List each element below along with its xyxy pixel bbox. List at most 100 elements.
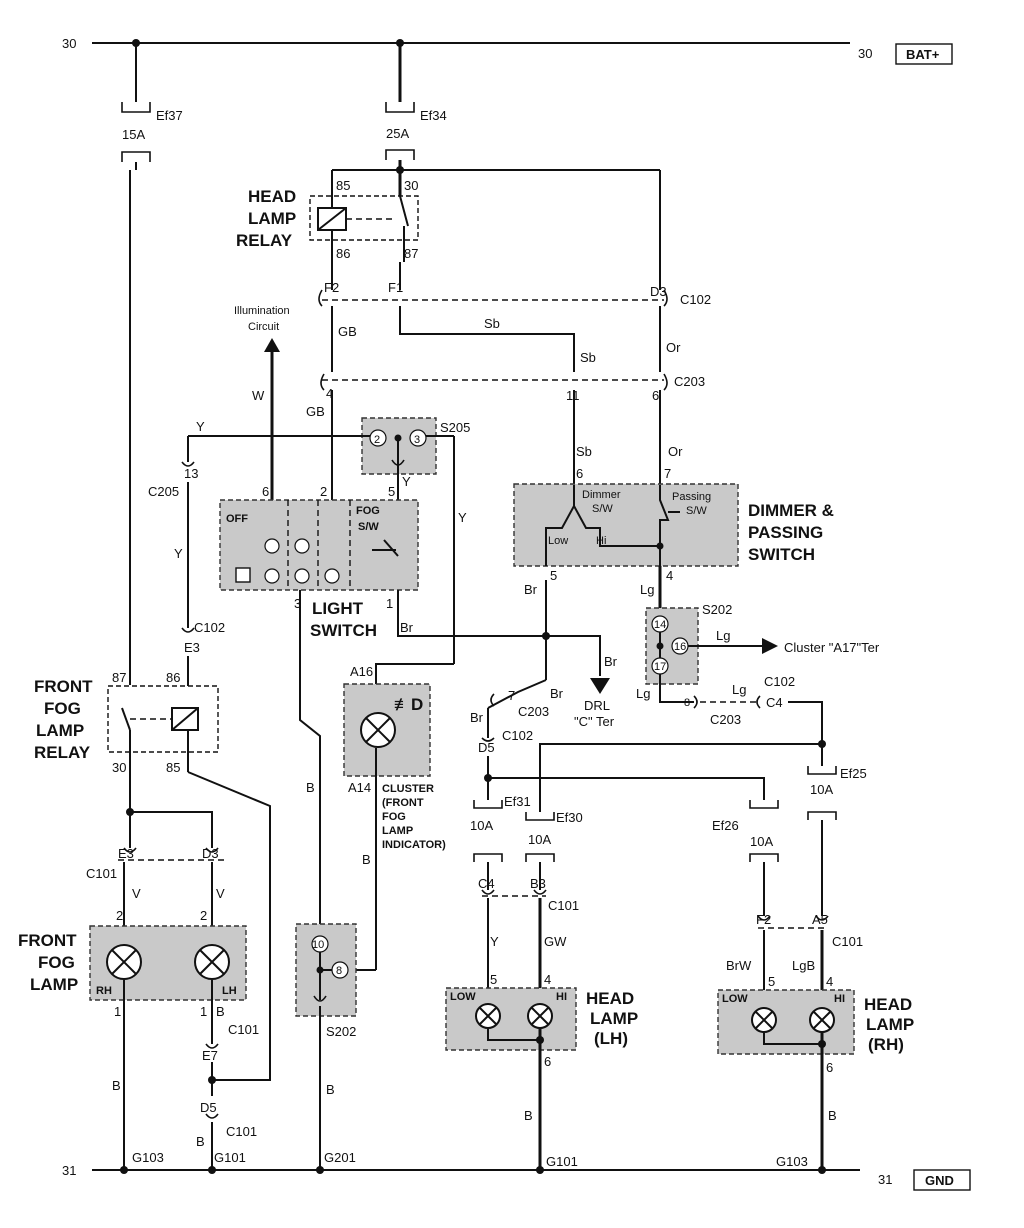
svg-text:RELAY: RELAY [34,743,91,762]
fuse-ef25: Ef25 10A [807,766,867,916]
wires-to-switches: GB Sb Or [306,390,683,500]
svg-text:HI: HI [834,993,845,1005]
svg-text:Y: Y [458,510,467,525]
svg-text:D3: D3 [650,284,667,299]
svg-text:Br: Br [524,582,538,597]
svg-text:85: 85 [166,760,180,775]
svg-text:1: 1 [114,1004,121,1019]
rail-top-right-label: 30 [858,46,872,61]
svg-text:OFF: OFF [226,513,248,525]
svg-text:Ef26: Ef26 [712,818,739,833]
bat-tag [895,43,953,65]
svg-text:RELAY: RELAY [236,231,293,250]
fuse-ef30: Ef30 10A [525,810,583,890]
svg-text:C4: C4 [478,876,495,891]
svg-text:W: W [252,388,265,403]
svg-text:SWITCH: SWITCH [748,545,815,564]
wires-b-s202: B [299,590,321,926]
fog-indicator-icon: ≢D [394,695,423,714]
svg-text:5: 5 [490,972,497,987]
svg-text:S/W: S/W [592,503,613,515]
connector-c101-head-lh: C4 B3 C101 Y GW 5 4 [478,876,579,988]
svg-text:LgB: LgB [792,958,815,973]
head-lamp-lh-hi-bulb [527,1003,553,1029]
front-fog-lamps: RH LH FRONT FOG LAMP 1 1 B C101 E7 D5 C1… [18,925,259,1170]
svg-text:S202: S202 [326,1024,356,1039]
svg-text:FOG: FOG [38,953,75,972]
svg-text:Ef34: Ef34 [420,108,447,123]
svg-text:Br: Br [550,686,564,701]
svg-text:8: 8 [684,697,690,709]
light-switch: OFF FOG S/W 6 2 5 3 1 LIGHT SWITCH [219,484,419,640]
svg-text:Ef25: Ef25 [840,766,867,781]
svg-text:A16: A16 [350,664,373,679]
svg-text:B: B [828,1108,837,1123]
svg-text:HEAD: HEAD [586,989,634,1008]
svg-text:FOG: FOG [382,811,406,823]
svg-text:7: 7 [508,688,515,703]
ground-rail: 31 31 GND [62,1163,971,1191]
svg-text:Lg: Lg [732,682,746,697]
svg-text:V: V [132,886,141,901]
svg-text:5: 5 [388,484,395,499]
svg-text:A14: A14 [348,780,371,795]
svg-text:14: 14 [654,619,666,631]
svg-text:G103: G103 [132,1150,164,1165]
svg-text:B3: B3 [530,876,546,891]
svg-text:C203: C203 [674,374,705,389]
svg-text:87: 87 [112,670,126,685]
front-fog-lamp-relay: E3 C102 87 86 30 85 FRONT FOG LAMP RELAY [34,620,271,1081]
svg-text:Cluster "A17"Ter: Cluster "A17"Ter [784,640,880,655]
svg-text:C203: C203 [518,704,549,719]
head-lamp-lh-low-bulb [475,1003,501,1029]
head-lamp-rh: LOW HI 6 B HEAD LAMP (RH) [717,989,914,1170]
svg-text:3: 3 [294,596,301,611]
svg-text:7: 7 [664,466,671,481]
fog-lamp-rh-bulb [106,944,142,980]
svg-text:Ef31: Ef31 [504,794,531,809]
svg-text:C203: C203 [710,712,741,727]
svg-text:Low: Low [548,535,568,547]
svg-text:Lg: Lg [716,628,730,643]
svg-text:10A: 10A [750,834,773,849]
svg-text:LAMP: LAMP [30,975,78,994]
svg-text:FOG: FOG [356,505,380,517]
gnd-tag-label: GND [925,1173,954,1188]
svg-text:6: 6 [576,466,583,481]
connector-c102-top: F2 F1 D3 C102 [318,280,711,307]
svg-text:LIGHT: LIGHT [312,599,364,618]
svg-text:4: 4 [544,972,551,987]
svg-text:6: 6 [262,484,269,499]
svg-text:CLUSTER: CLUSTER [382,783,434,795]
svg-text:C101: C101 [86,866,117,881]
rail-bottom-left-label: 31 [62,1163,76,1178]
svg-text:10: 10 [312,939,324,951]
svg-text:E7: E7 [202,1048,218,1063]
svg-text:S/W: S/W [686,505,707,517]
svg-text:C101: C101 [226,1124,257,1139]
svg-text:(RH): (RH) [868,1035,904,1054]
svg-text:8: 8 [336,965,342,977]
svg-text:C4: C4 [766,695,783,710]
rail-bottom-right-label: 31 [878,1172,892,1187]
svg-text:Sb: Sb [484,316,500,331]
svg-text:85: 85 [336,178,350,193]
illumination-circuit: Illumination Circuit W [234,305,290,500]
svg-text:BrW: BrW [726,958,752,973]
svg-text:F2: F2 [324,280,339,295]
svg-text:B: B [362,852,371,867]
svg-text:GB: GB [306,404,325,419]
svg-text:86: 86 [336,246,350,261]
svg-text:Sb: Sb [576,444,592,459]
head-lamp-lh: LOW HI 6 B HEAD LAMP (LH) [445,987,638,1170]
svg-text:Y: Y [402,474,411,489]
svg-text:S205: S205 [440,420,470,435]
svg-text:1: 1 [386,596,393,611]
svg-text:INDICATOR): INDICATOR) [382,839,446,851]
svg-text:Sb: Sb [580,350,596,365]
svg-text:4: 4 [666,568,673,583]
svg-text:FRONT: FRONT [34,677,93,696]
svg-text:S202: S202 [702,602,732,617]
svg-text:25A: 25A [386,126,409,141]
svg-text:GW: GW [544,934,567,949]
